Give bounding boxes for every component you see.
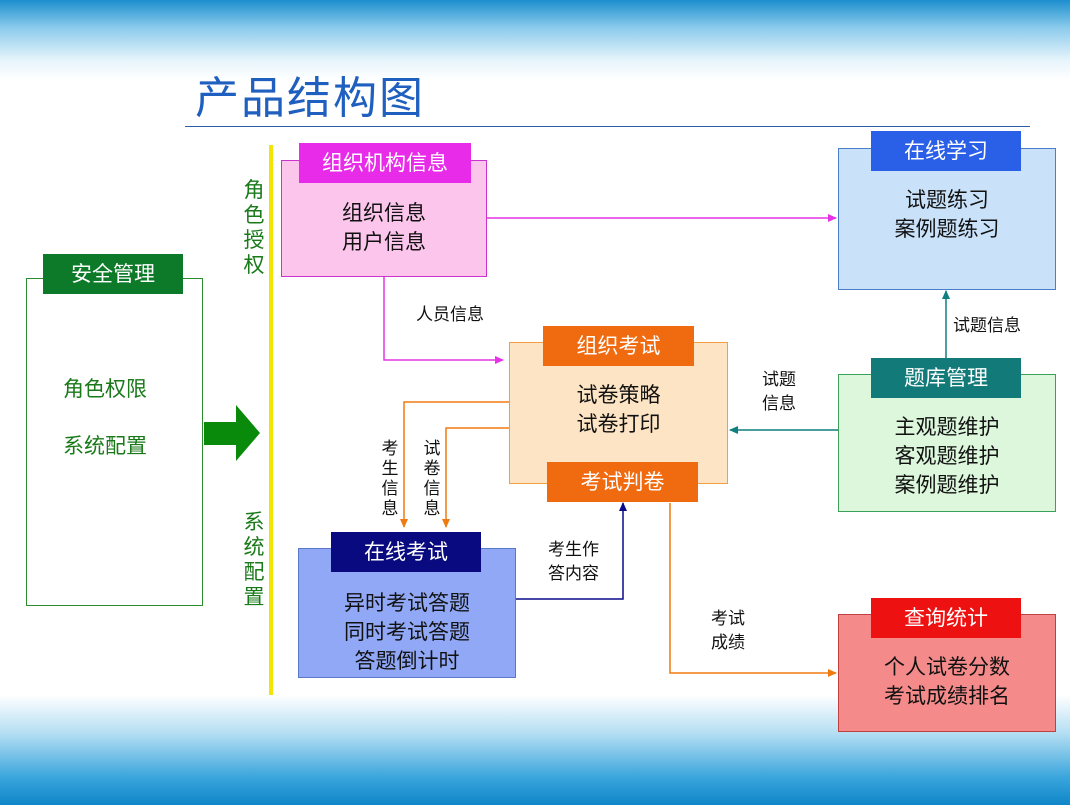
arrow-org-to-exam — [383, 277, 504, 364]
flow-label-examinee-info: 考生信息 — [381, 439, 399, 519]
flow-label-exam-score: 考试 成绩 — [711, 609, 745, 653]
title-underline — [185, 126, 1030, 127]
exam-grading-header: 考试判卷 — [547, 462, 698, 502]
flow-label-question-info-up: 试题信息 — [953, 316, 1021, 336]
org-exam-item: 试卷打印 — [576, 412, 661, 436]
online-learning-header: 在线学习 — [871, 131, 1021, 171]
online-learning-item: 试题练习 — [905, 188, 989, 212]
org-info-item: 用户信息 — [342, 230, 426, 254]
org-exam-header: 组织考试 — [543, 326, 694, 366]
flow-label-paper-info: 试卷信息 — [423, 439, 441, 519]
security-header: 安全管理 — [43, 254, 183, 294]
org-info-header: 组织机构信息 — [299, 143, 471, 183]
online-exam-item: 异时考试答题 — [344, 591, 470, 615]
side-label-system-config: 系统配置 — [243, 510, 265, 609]
flow-label-answer-content: 考生作 答内容 — [548, 540, 599, 584]
query-stats-item: 个人试卷分数 — [884, 655, 1010, 679]
org-info-item: 组织信息 — [342, 201, 426, 225]
question-bank-item: 主观题维护 — [894, 415, 1000, 439]
org-exam-item: 试卷策略 — [576, 383, 661, 407]
arrow-paper-info — [442, 427, 509, 528]
arrow-grading-to-stats — [669, 503, 837, 677]
question-bank-item: 案例题维护 — [894, 473, 1000, 497]
query-stats-header: 查询统计 — [871, 598, 1021, 638]
online-exam-item: 同时考试答题 — [344, 620, 470, 644]
online-learning-box: 试题练习 案例题练习 — [838, 148, 1056, 290]
flow-label-personnel-info: 人员信息 — [416, 305, 484, 325]
security-item-role-permissions: 角色权限 — [63, 377, 147, 401]
question-bank-item: 客观题维护 — [894, 444, 1000, 468]
question-bank-header: 题库管理 — [871, 358, 1021, 398]
query-stats-item: 考试成绩排名 — [884, 684, 1010, 708]
security-box — [26, 278, 203, 606]
security-item-system-config: 系统配置 — [63, 434, 147, 458]
arrow-answers-to-grading — [516, 502, 627, 600]
side-label-role-auth: 角色授权 — [243, 178, 265, 277]
header-gradient — [0, 0, 1070, 80]
arrow-examinee-info — [400, 401, 509, 528]
online-learning-item: 案例题练习 — [894, 217, 1000, 241]
green-arrow — [204, 405, 260, 461]
online-exam-item: 答题倒计时 — [354, 649, 460, 673]
page-title: 产品结构图 — [195, 73, 425, 124]
flow-label-question-info-left: 试题 信息 — [762, 370, 796, 414]
online-exam-header: 在线考试 — [331, 532, 481, 572]
